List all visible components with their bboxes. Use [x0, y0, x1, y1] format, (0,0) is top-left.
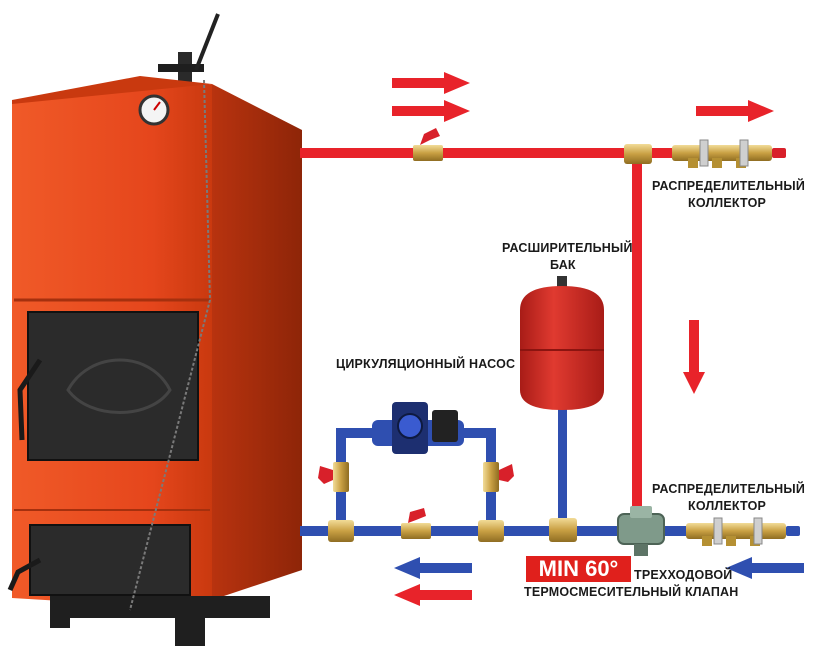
tee-fitting-top	[624, 144, 652, 164]
ball-valve-pump-right	[483, 462, 514, 492]
ball-valve-supply	[413, 128, 443, 161]
collector-bottom	[686, 517, 800, 546]
valve-body	[401, 523, 431, 539]
pump-terminal-box	[432, 410, 458, 442]
hot-flow-arrow-left	[394, 584, 472, 606]
valve-body	[483, 462, 499, 492]
boiler-loading-door	[27, 311, 199, 461]
tank-label-line2: БАК	[550, 258, 576, 272]
hot-flow-arrow	[392, 72, 470, 94]
tank-body	[520, 286, 604, 410]
boiler-draft-chain	[129, 79, 212, 611]
collector-top	[672, 139, 786, 168]
cold-flow-arrow	[394, 557, 472, 579]
tank-valve	[557, 276, 567, 288]
hot-flow-arrow	[392, 100, 470, 122]
return-pipe-to-collector	[665, 526, 690, 536]
solid-fuel-boiler	[7, 13, 302, 646]
boiler-door-handle	[17, 358, 43, 441]
valve-handle	[499, 464, 514, 482]
collector-outlet	[726, 536, 736, 546]
hot-supply-line	[300, 148, 675, 518]
boiler-flue-cap	[158, 64, 204, 72]
boiler-leg	[175, 598, 205, 646]
boiler-base	[50, 596, 270, 618]
return-pipe-main	[300, 526, 620, 536]
valve-handle	[408, 508, 426, 523]
collector-clamp	[713, 517, 723, 545]
expansion-tank	[520, 276, 604, 410]
collector-outlet	[712, 158, 722, 168]
collector-outlet	[688, 158, 698, 168]
boiler-lever	[194, 13, 220, 71]
collector-top-label-line2: КОЛЛЕКТОР	[688, 196, 767, 210]
collector-end-cap	[772, 148, 786, 158]
collector-clamp	[739, 139, 749, 167]
valve-handle	[318, 466, 333, 484]
boiler-side-face	[212, 84, 302, 600]
valve-body	[413, 145, 443, 161]
collector-end-cap	[786, 526, 800, 536]
ball-valve-pump-left	[318, 462, 349, 492]
cold-flow-arrow	[726, 557, 804, 579]
tee-fitting	[328, 520, 354, 542]
collector-bottom-label-line2: КОЛЛЕКТОР	[688, 499, 767, 513]
hot-pipe-horizontal	[300, 148, 645, 158]
boiler-door-logo	[66, 358, 172, 414]
tee-fitting	[478, 520, 504, 542]
collector-top-label-line1: РАСПРЕДЕЛИТЕЛЬНЫЙ	[652, 179, 806, 193]
collector-bottom-label-line1: РАСПРЕДЕЛИТЕЛЬНЫЙ	[652, 482, 806, 496]
tank-label-line1: РАСШИРИТЕЛЬНЫЙ	[502, 241, 633, 255]
valve-handle	[420, 128, 440, 145]
collector-clamp	[699, 139, 709, 167]
hot-pipe-vertical	[632, 158, 642, 518]
pump-label: ЦИРКУЛЯЦИОННЫЙ НАСОС	[336, 357, 516, 371]
mix-valve-body	[617, 513, 665, 545]
thermometer-needle	[153, 101, 161, 111]
mix-valve-port	[634, 544, 648, 556]
boiler-leg	[50, 598, 70, 628]
tee-fitting	[549, 518, 577, 542]
hot-pipe-to-collector	[645, 148, 675, 158]
min-temperature-badge: MIN 60°	[526, 556, 631, 582]
collector-outlet	[702, 536, 712, 546]
collector-clamp	[753, 517, 763, 545]
tank-pipe	[558, 405, 567, 530]
boiler-ash-handle	[7, 557, 42, 592]
three-way-mixing-valve	[617, 506, 665, 556]
ball-valve-return	[401, 508, 431, 539]
mix-valve-head	[630, 506, 652, 518]
hot-flow-arrow	[696, 100, 774, 122]
circulation-pump	[372, 402, 464, 454]
valve-label-line1: ТРЕХХОДОВОЙ	[634, 568, 733, 582]
hot-flow-arrow-down	[683, 320, 705, 394]
valve-label-line2: ТЕРМОСМЕСИТЕЛЬНЫЙ КЛАПАН	[524, 585, 739, 599]
valve-body	[333, 462, 349, 492]
boiler-ash-door	[29, 524, 191, 596]
pump-rotor-cap	[397, 413, 423, 439]
